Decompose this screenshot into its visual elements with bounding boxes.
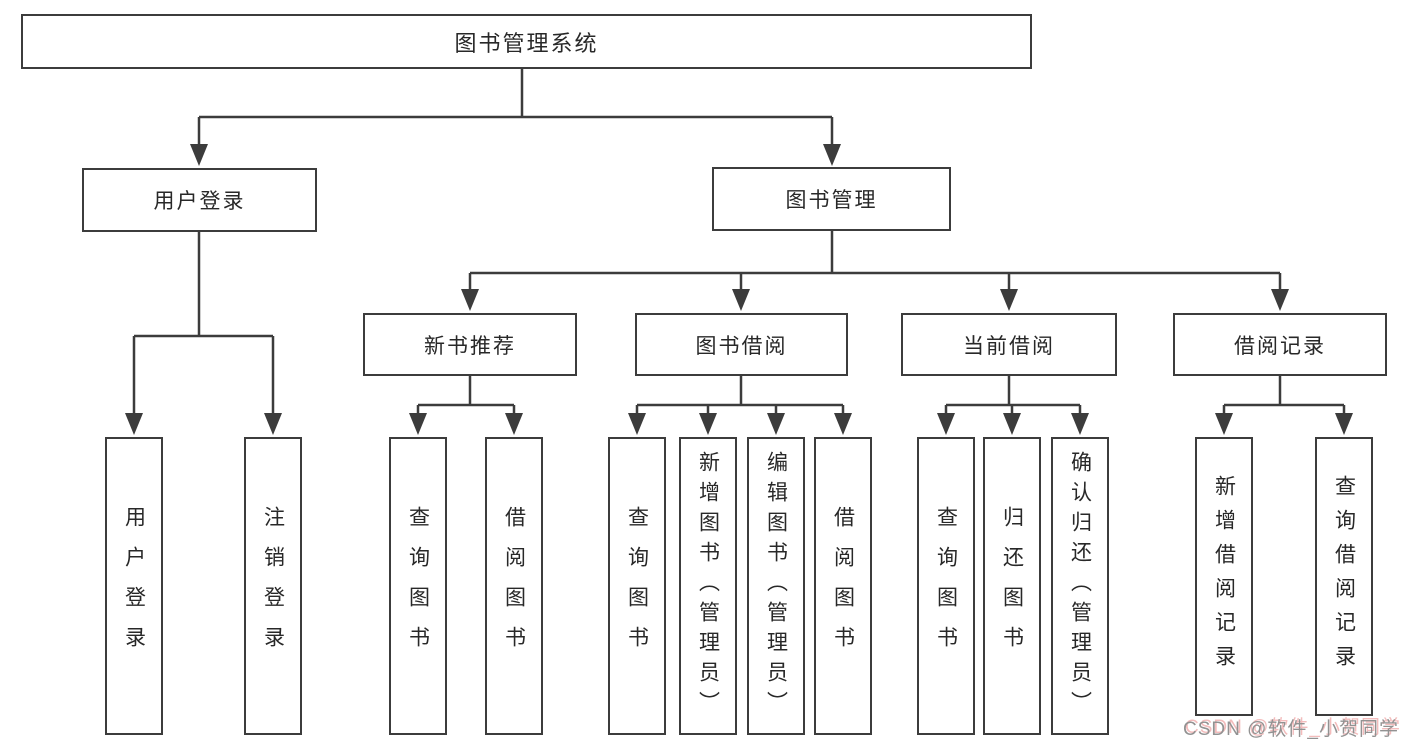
node-book-borrowing: 图书借阅 [635,313,848,376]
leaf-query-book-recommendation: 查询图书 [389,437,447,735]
node-book-management: 图书管理 [712,167,951,231]
node-borrowing-records: 借阅记录 [1173,313,1387,376]
leaf-borrow-book: 借阅图书 [814,437,872,735]
node-current-borrowing: 当前借阅 [901,313,1117,376]
leaf-query-book-current: 查询图书 [917,437,975,735]
leaf-query-book-borrowing: 查询图书 [608,437,666,735]
node-root: 图书管理系统 [21,14,1032,69]
leaf-edit-book-admin: 编辑图书（管理员） [747,437,805,735]
leaf-return-book: 归还图书 [983,437,1041,735]
leaf-query-borrowing-record: 查询借阅记录 [1315,437,1373,716]
leaf-add-book-admin: 新增图书（管理员） [679,437,737,735]
leaf-logout: 注销登录 [244,437,302,735]
leaf-add-borrowing-record: 新增借阅记录 [1195,437,1253,716]
node-user-login: 用户登录 [82,168,317,232]
leaf-confirm-return-admin: 确认归还（管理员） [1051,437,1109,735]
leaf-user-login: 用户登录 [105,437,163,735]
node-new-book-recommendation: 新书推荐 [363,313,577,376]
csdn-watermark: CSDN @软件_小贺同学 [1183,719,1399,740]
leaf-borrow-book-recommendation: 借阅图书 [485,437,543,735]
